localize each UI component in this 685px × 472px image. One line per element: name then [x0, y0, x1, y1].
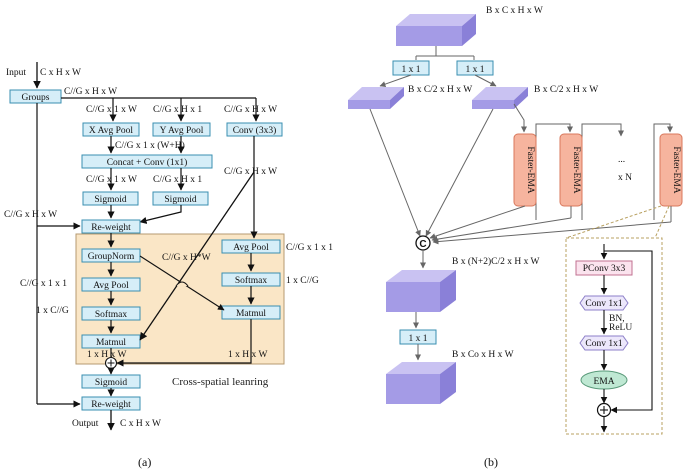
branch-dims-right: B x C/2 x H x W: [534, 85, 598, 95]
conv1x1-hex-bottom-label: Conv 1x1: [585, 339, 622, 349]
relu-label: ReLU: [609, 323, 632, 333]
x-avg-pool-label: X Avg Pool: [89, 126, 134, 136]
sig-right-dims: C//G x H x 1: [153, 175, 202, 185]
faster-ema-detail: [565, 237, 663, 435]
right-pool-dims: C//G x 1 x 1: [286, 243, 333, 253]
top-block: [396, 14, 476, 46]
output-label: Output: [72, 419, 99, 429]
matmul-right-label: Matmul: [236, 309, 266, 319]
conv1x1-bottom-label: 1 x 1: [409, 334, 428, 344]
left-pool-dims: C//G x 1 x 1: [20, 279, 67, 289]
sigmoid-bottom-label: Sigmoid: [95, 378, 127, 388]
dots: ...: [618, 155, 625, 165]
softmax-left-label: Softmax: [95, 309, 127, 320]
avg-pool-right-label: Avg Pool: [233, 243, 269, 253]
conv1x1-left-label: 1 x 1: [402, 65, 421, 75]
sig-left-dims: C//G x 1 x W: [86, 175, 137, 185]
conv3x3-label: Conv (3x3): [233, 125, 277, 136]
conv1x1-right-label: 1 x 1: [466, 65, 485, 75]
svg-text:Faster-EMA: Faster-EMA: [671, 146, 681, 193]
reweight-bottom-label: Re-weight: [91, 400, 131, 410]
groups-box: [9, 89, 62, 104]
svg-text:Faster-EMA: Faster-EMA: [525, 146, 535, 193]
ema-label: EMA: [593, 377, 614, 387]
avg-pool-left-label: Avg Pool: [93, 281, 129, 291]
concat-dims: B x (N+2)C/2 x H x W: [452, 256, 540, 267]
output-dims: C x H x W: [120, 419, 161, 429]
conv1x1-hex-top: [579, 295, 629, 311]
input-dims: C x H x W: [40, 68, 81, 78]
y-pool-dims: C//G x H x 1: [153, 105, 202, 115]
concat-block: [386, 270, 456, 312]
output-block: [386, 362, 456, 404]
matmul-left-label: Matmul: [96, 338, 126, 348]
softmax-right-label: Softmax: [235, 275, 267, 286]
panel-b-caption: (b): [484, 455, 498, 469]
groups-dims: C//G x H x W: [64, 87, 117, 97]
conv1x1-hex-top-label: Conv 1x1: [585, 299, 622, 309]
faster-ema-1: Faster-EMA: [513, 133, 537, 207]
faster-ema-n: Faster-EMA: [659, 133, 683, 207]
panel-b: B x C x H x W 1 x 1 1 x 1 B x C/2 x H x …: [348, 6, 683, 469]
faster-ema-2: Faster-EMA: [559, 133, 583, 207]
groups-label: Groups: [22, 93, 50, 103]
split-block-left: [348, 87, 404, 109]
left-softmax-dims: 1 x C//G: [36, 306, 69, 316]
pconv-label: PConv 3x3: [583, 264, 626, 274]
sigmoid-left-label: Sigmoid: [94, 195, 126, 205]
right-softmax-dims: 1 x C//G: [286, 276, 319, 286]
sigmoid-right-label: Sigmoid: [164, 195, 196, 205]
split-block-right: [472, 87, 528, 109]
conv-out-dims: C//G x H x W: [224, 167, 277, 177]
conv-dims: C//G x H x W: [224, 105, 277, 115]
svg-text:Faster-EMA: Faster-EMA: [571, 146, 581, 193]
gn-dims: C//G x H*W: [162, 253, 211, 263]
top-dims: B x C x H x W: [486, 6, 543, 16]
x-pool-dims: C//G x 1 x W: [86, 105, 137, 115]
matmul-right-dims: 1 x H x W: [228, 350, 267, 360]
concat-conv-box: [81, 154, 213, 169]
branch-dims-left: B x C/2 x H x W: [408, 85, 472, 95]
reweight-in-dims: C//G x H x W: [4, 210, 57, 220]
bn-label: BN,: [609, 314, 625, 324]
groupnorm-label: GroupNorm: [88, 252, 135, 262]
input-label: Input: [6, 68, 26, 78]
out-dims: B x Co x H x W: [452, 350, 514, 360]
y-avg-pool-label: Y Avg Pool: [160, 126, 204, 136]
reweight-label: Re-weight: [91, 223, 131, 233]
concat-symbol: C: [419, 239, 426, 250]
concat-dims: C//G x 1 x (W+H): [115, 140, 185, 151]
xn-label: x N: [618, 173, 632, 183]
matmul-left-dims: 1 x H x W: [87, 350, 126, 360]
panel-a-caption: (a): [138, 455, 151, 469]
concat-conv-label: Concat + Conv (1x1): [107, 157, 188, 168]
panel-a: Cross-spatial leanring Input C x H x W G…: [4, 62, 333, 469]
cross-spatial-label: Cross-spatial leanring: [172, 376, 269, 388]
conv1x1-hex-bottom: [579, 335, 629, 351]
